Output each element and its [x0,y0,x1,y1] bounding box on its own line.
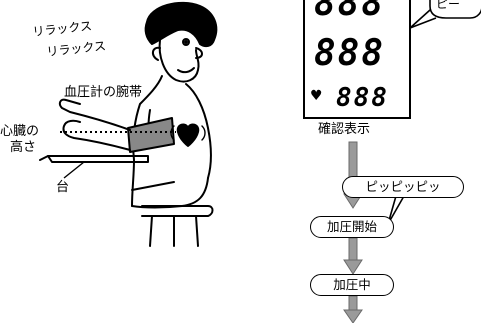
person-hair [144,1,218,48]
person-nose [195,47,203,59]
flow-shaft-2 [348,237,358,261]
flow-arrowhead-3 [343,309,363,323]
person-forearm [58,98,131,131]
lcd-row-2: 888 [314,33,386,74]
table-top [47,155,149,163]
person-face [158,39,200,83]
flow-arrowhead-2 [343,259,363,275]
beep-bubble-text: ピー [436,0,461,11]
monitor-frame [303,0,411,119]
person-ear [152,46,161,61]
person-chest [185,83,212,179]
person-eye [182,38,190,46]
person-mouth [177,67,195,74]
table-pointer [63,161,85,179]
beep-bubble-shape [409,0,481,29]
table-label: 台 [56,180,70,195]
heart-level-label-1: 心臓の [0,124,40,139]
beeps-bubble: ピッピッピッ [342,176,464,198]
heart-shape [176,123,200,147]
chair-seat [141,205,214,217]
blood-pressure-cuff [127,117,175,153]
flow-step-2: 加圧中 [310,274,394,296]
monitor-caption: 確認表示 [318,122,371,137]
flow-step-1: 加圧開始 [310,216,394,238]
flow-shaft-3 [348,295,358,311]
cuff-label: 血圧計の腕帯 [64,85,143,100]
lcd-row-3: 888 [336,83,389,113]
lcd-row-1: 888 [314,0,386,24]
person-lap [131,181,175,191]
heart-level-label-2: 高さ [10,140,37,155]
pulse-heart-icon: ♥ [310,88,323,104]
